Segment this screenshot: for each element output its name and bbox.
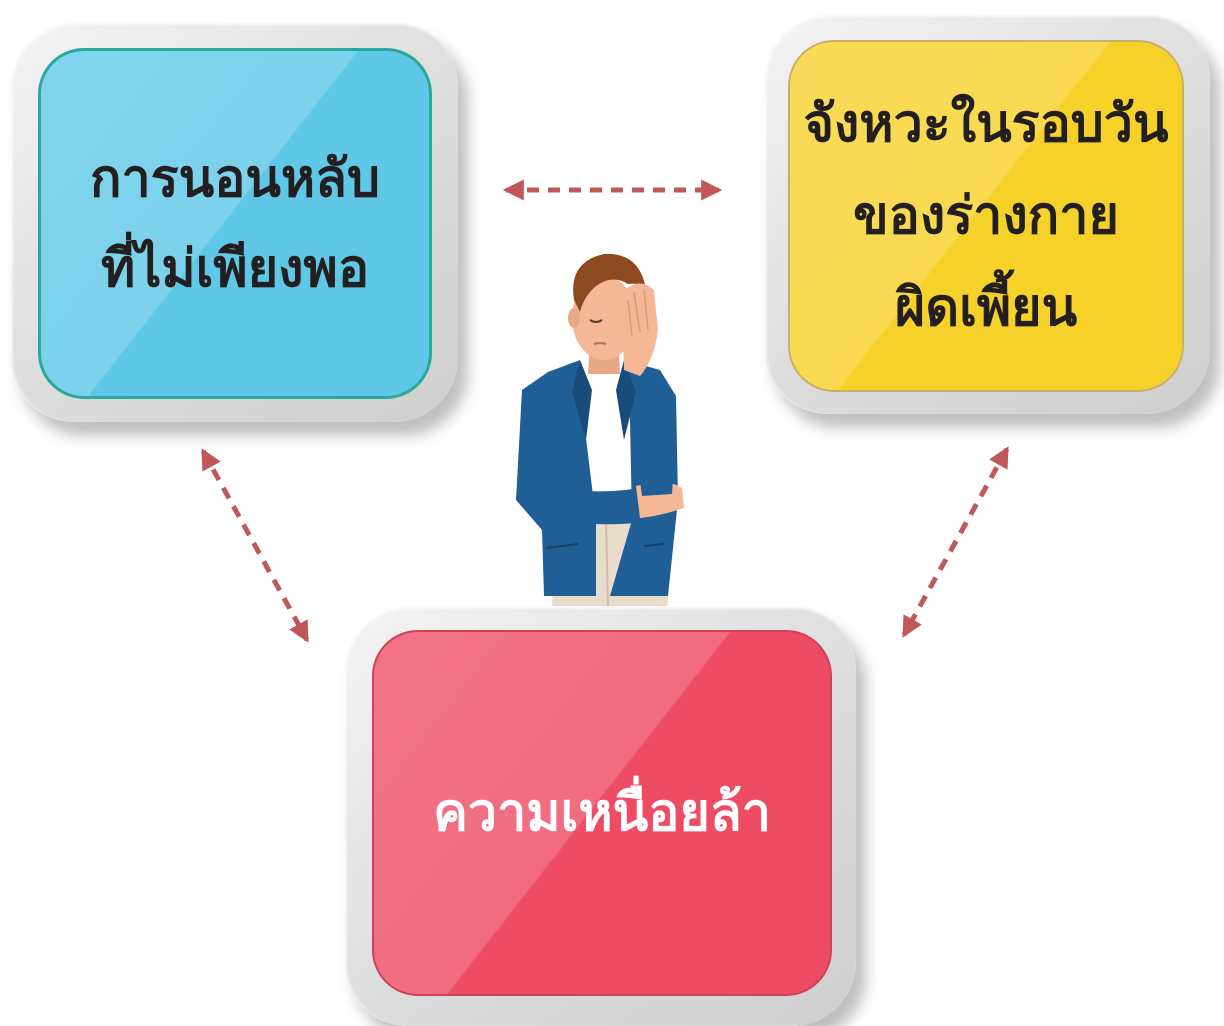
box-fatigue-label: ความเหนื่อยล้า [433,768,771,858]
label-line: ผิดเพี้ยน [894,278,1078,338]
arrow-sleep-fatigue [200,448,310,643]
box-circadian-disruption-panel: จังหวะในรอบวัน ของร่างกาย ผิดเพี้ยน [788,40,1184,392]
box-insufficient-sleep: การนอนหลับ ที่ไม่เพียงพอ [10,22,458,422]
label-line: จังหวะในรอบวัน [803,94,1169,154]
label-line: ที่ไม่เพียงพอ [100,238,370,299]
box-circadian-disruption: จังหวะในรอบวัน ของร่างกาย ผิดเพี้ยน [764,14,1210,414]
box-fatigue: ความเหนื่อยล้า [344,606,856,1026]
box-insufficient-sleep-label: การนอนหลับ ที่ไม่เพียงพอ [90,134,380,314]
box-fatigue-panel: ความเหนื่อยล้า [372,630,832,996]
box-insufficient-sleep-panel: การนอนหลับ ที่ไม่เพียงพอ [38,48,432,399]
label-line: การนอนหลับ [89,148,381,209]
label-line: ของร่างกาย [853,186,1119,246]
label-line: ความเหนื่อยล้า [433,783,771,843]
arrow-rhythm-fatigue [901,446,1010,638]
box-circadian-disruption-label: จังหวะในรอบวัน ของร่างกาย ผิดเพี้ยน [803,78,1168,354]
